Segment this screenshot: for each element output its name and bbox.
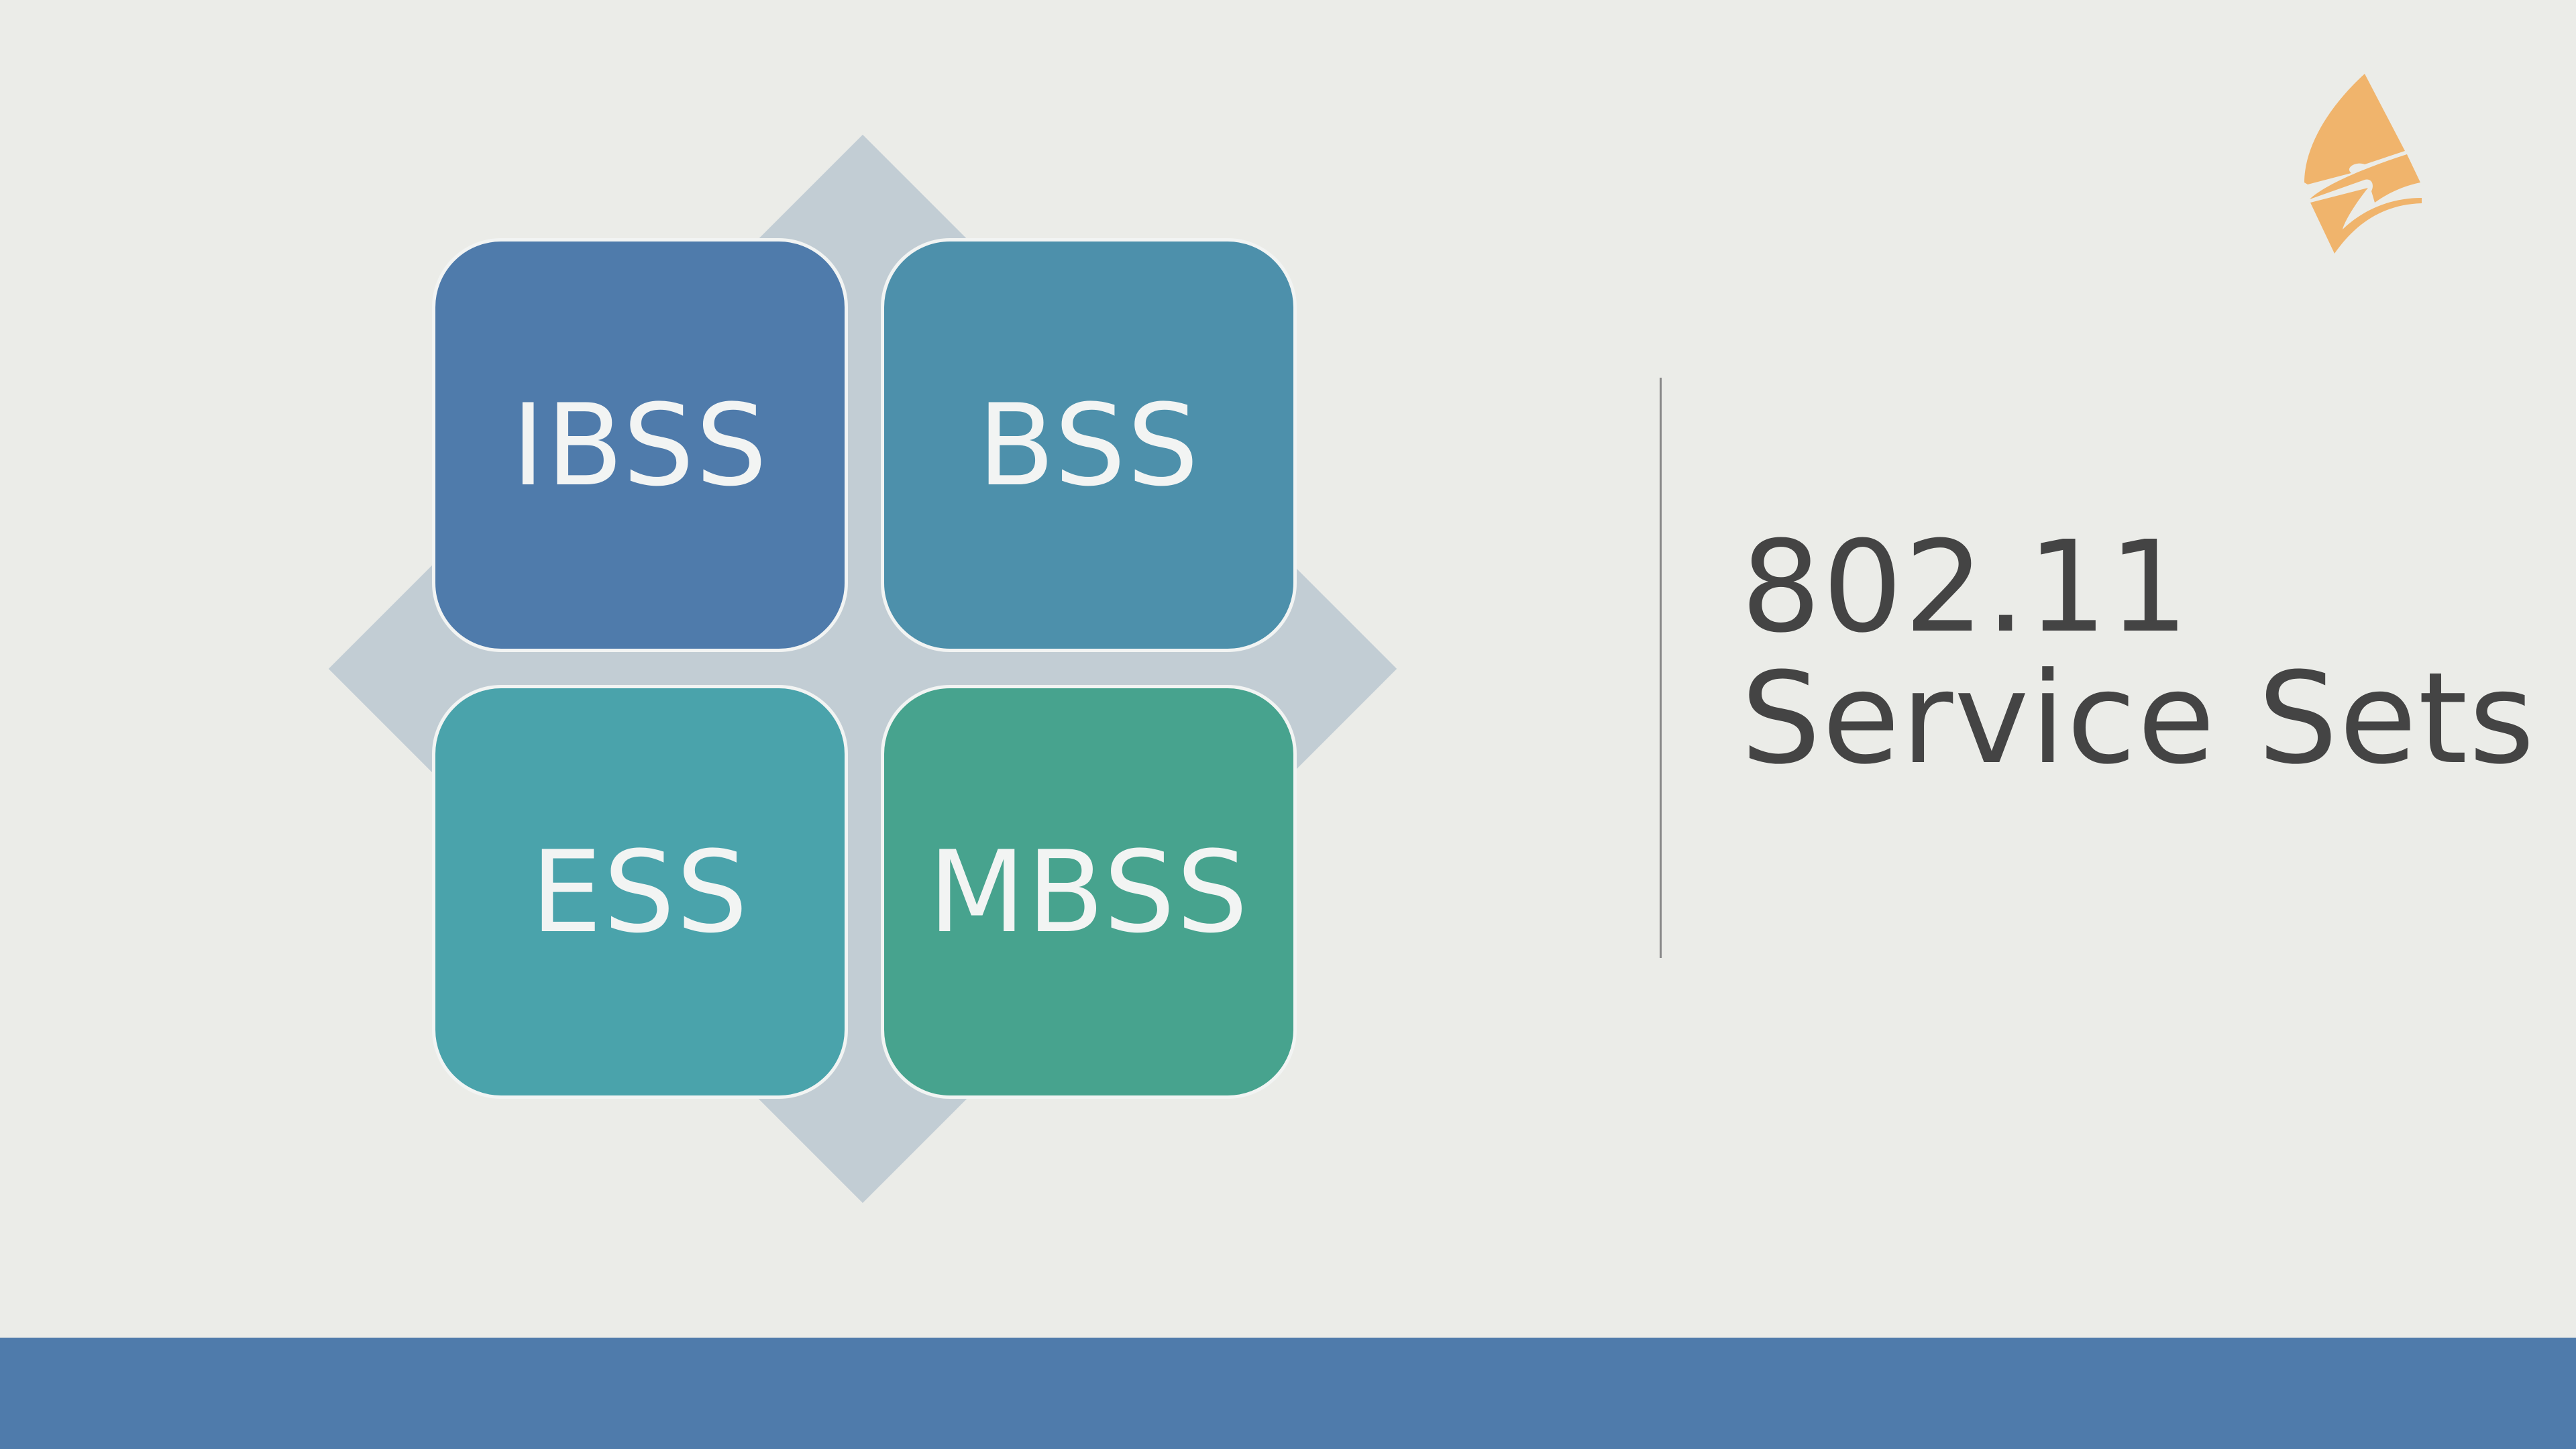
quadrant-ibss: IBSS [432,238,848,652]
slide-title: 802.11 Service Sets [1741,522,2536,785]
title-line-2: Service Sets [1741,645,2536,792]
footer-bar [0,1338,2576,1449]
quadrant-mbss: MBSS [881,685,1297,1099]
quadrant-label: BSS [977,379,1200,511]
divider-line [1660,378,1662,958]
quadrant-ess: ESS [432,685,848,1099]
quadrant-label: ESS [531,826,749,958]
logo-sail-icon [2304,74,2422,254]
title-line-1: 802.11 [1741,514,2190,661]
quadrant-label: IBSS [511,379,769,511]
quadrant-label: MBSS [928,826,1250,958]
quadrant-bss: BSS [881,238,1297,652]
